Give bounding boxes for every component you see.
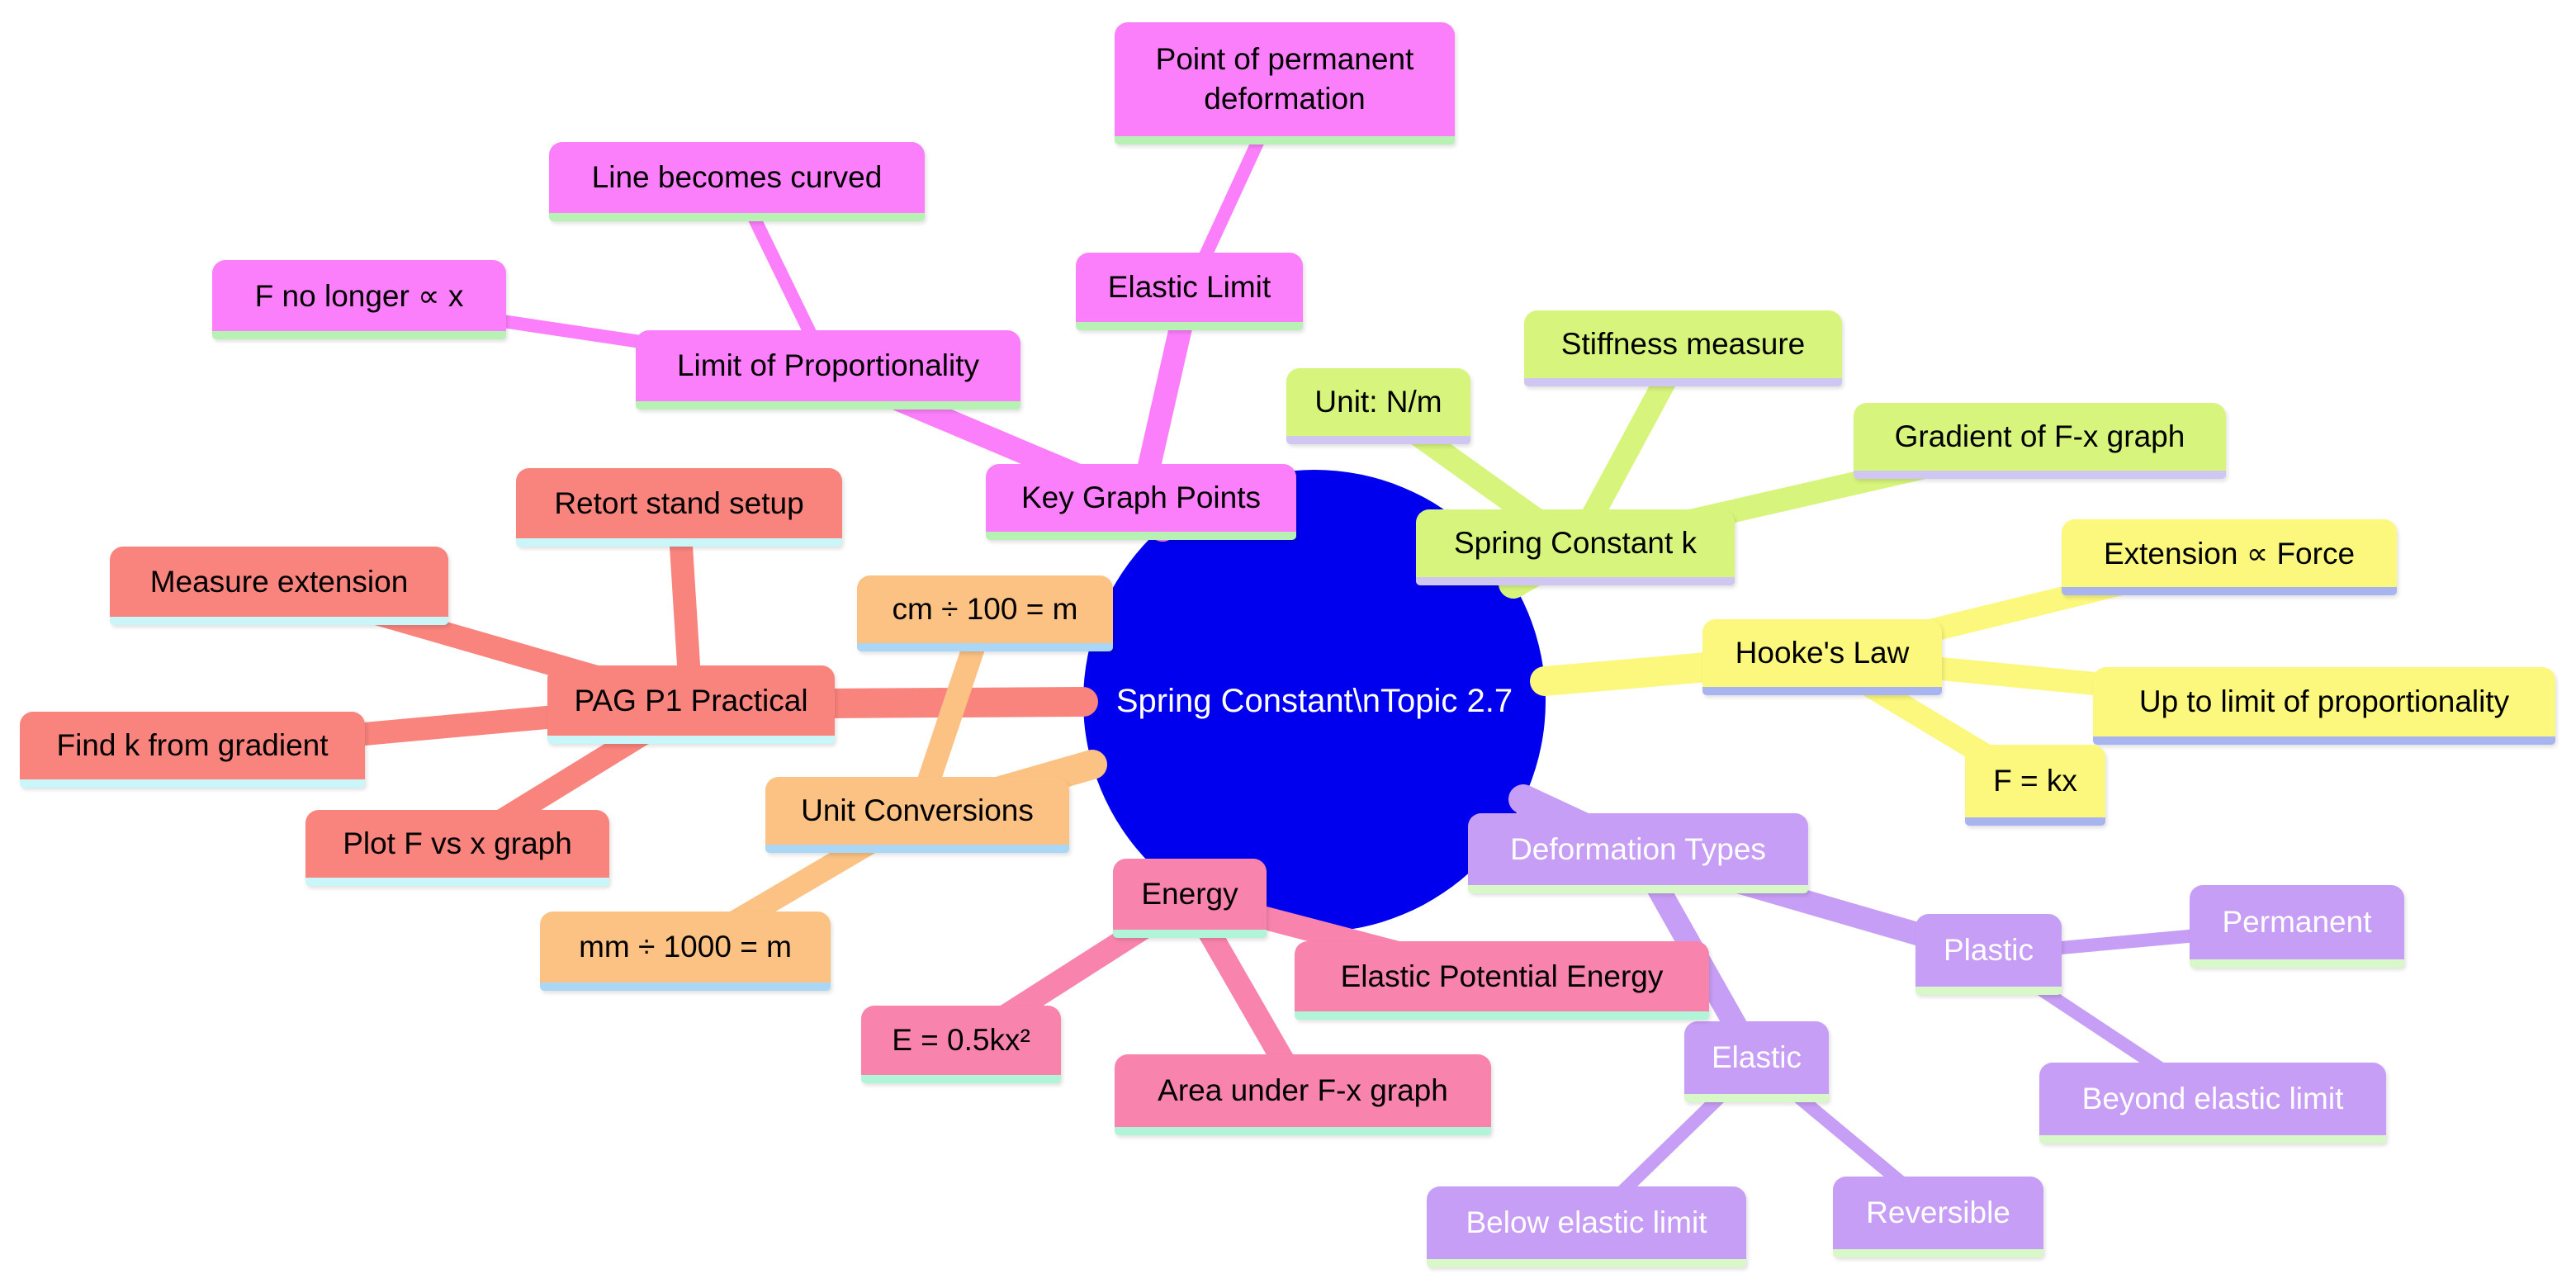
node-extension-prop-force: Extension ∝ Force [2062,519,2397,595]
node-deformation-types: Deformation Types [1468,813,1808,893]
node-up-to-limit-of-proportionality: Up to limit of proportionality [2093,667,2555,745]
node-limit-of-proportionality: Limit of Proportionality [636,330,1020,410]
node-retort-stand-setup: Retort stand setup [516,468,842,547]
node-reversible: Reversible [1833,1177,2043,1257]
node-permanent: Permanent [2190,885,2404,968]
node-e-equals-half-kx2: E = 0.5kx² [861,1006,1061,1083]
node-elastic-limit: Elastic Limit [1076,253,1303,330]
node-find-k-from-gradient: Find k from gradient [20,712,365,788]
node-unit-conversions: Unit Conversions [765,777,1069,853]
node-cm-to-m: cm ÷ 100 = m [857,575,1113,651]
node-below-elastic-limit: Below elastic limit [1427,1186,1746,1267]
node-plot-f-vs-x-graph: Plot F vs x graph [305,810,609,886]
node-spring-constant-k: Spring Constant k [1416,509,1735,585]
node-point-of-permanent-deformation: Point of permanent deformation [1115,22,1455,144]
node-key-graph-points: Key Graph Points [986,464,1296,540]
node-area-under-f-x-graph: Area under F-x graph [1115,1054,1491,1135]
node-unit-n-per-m: Unit: N/m [1286,368,1470,444]
node-energy: Energy [1113,859,1267,938]
node-plastic: Plastic [1915,914,2062,995]
node-f-no-longer-prop-x: F no longer ∝ x [212,260,506,339]
node-beyond-elastic-limit: Beyond elastic limit [2039,1063,2386,1144]
node-pag-p1-practical: PAG P1 Practical [547,665,835,744]
node-stiffness-measure: Stiffness measure [1524,310,1842,386]
node-f-equals-kx: F = kx [1965,745,2105,826]
node-elastic: Elastic [1684,1021,1829,1102]
node-mm-to-m: mm ÷ 1000 = m [540,912,831,991]
node-gradient-of-f-x-graph: Gradient of F-x graph [1854,403,2226,479]
node-measure-extension: Measure extension [110,547,448,625]
node-hookes-law: Hooke's Law [1702,619,1942,695]
node-elastic-potential-energy: Elastic Potential Energy [1295,941,1709,1020]
node-line-becomes-curved: Line becomes curved [549,142,925,221]
